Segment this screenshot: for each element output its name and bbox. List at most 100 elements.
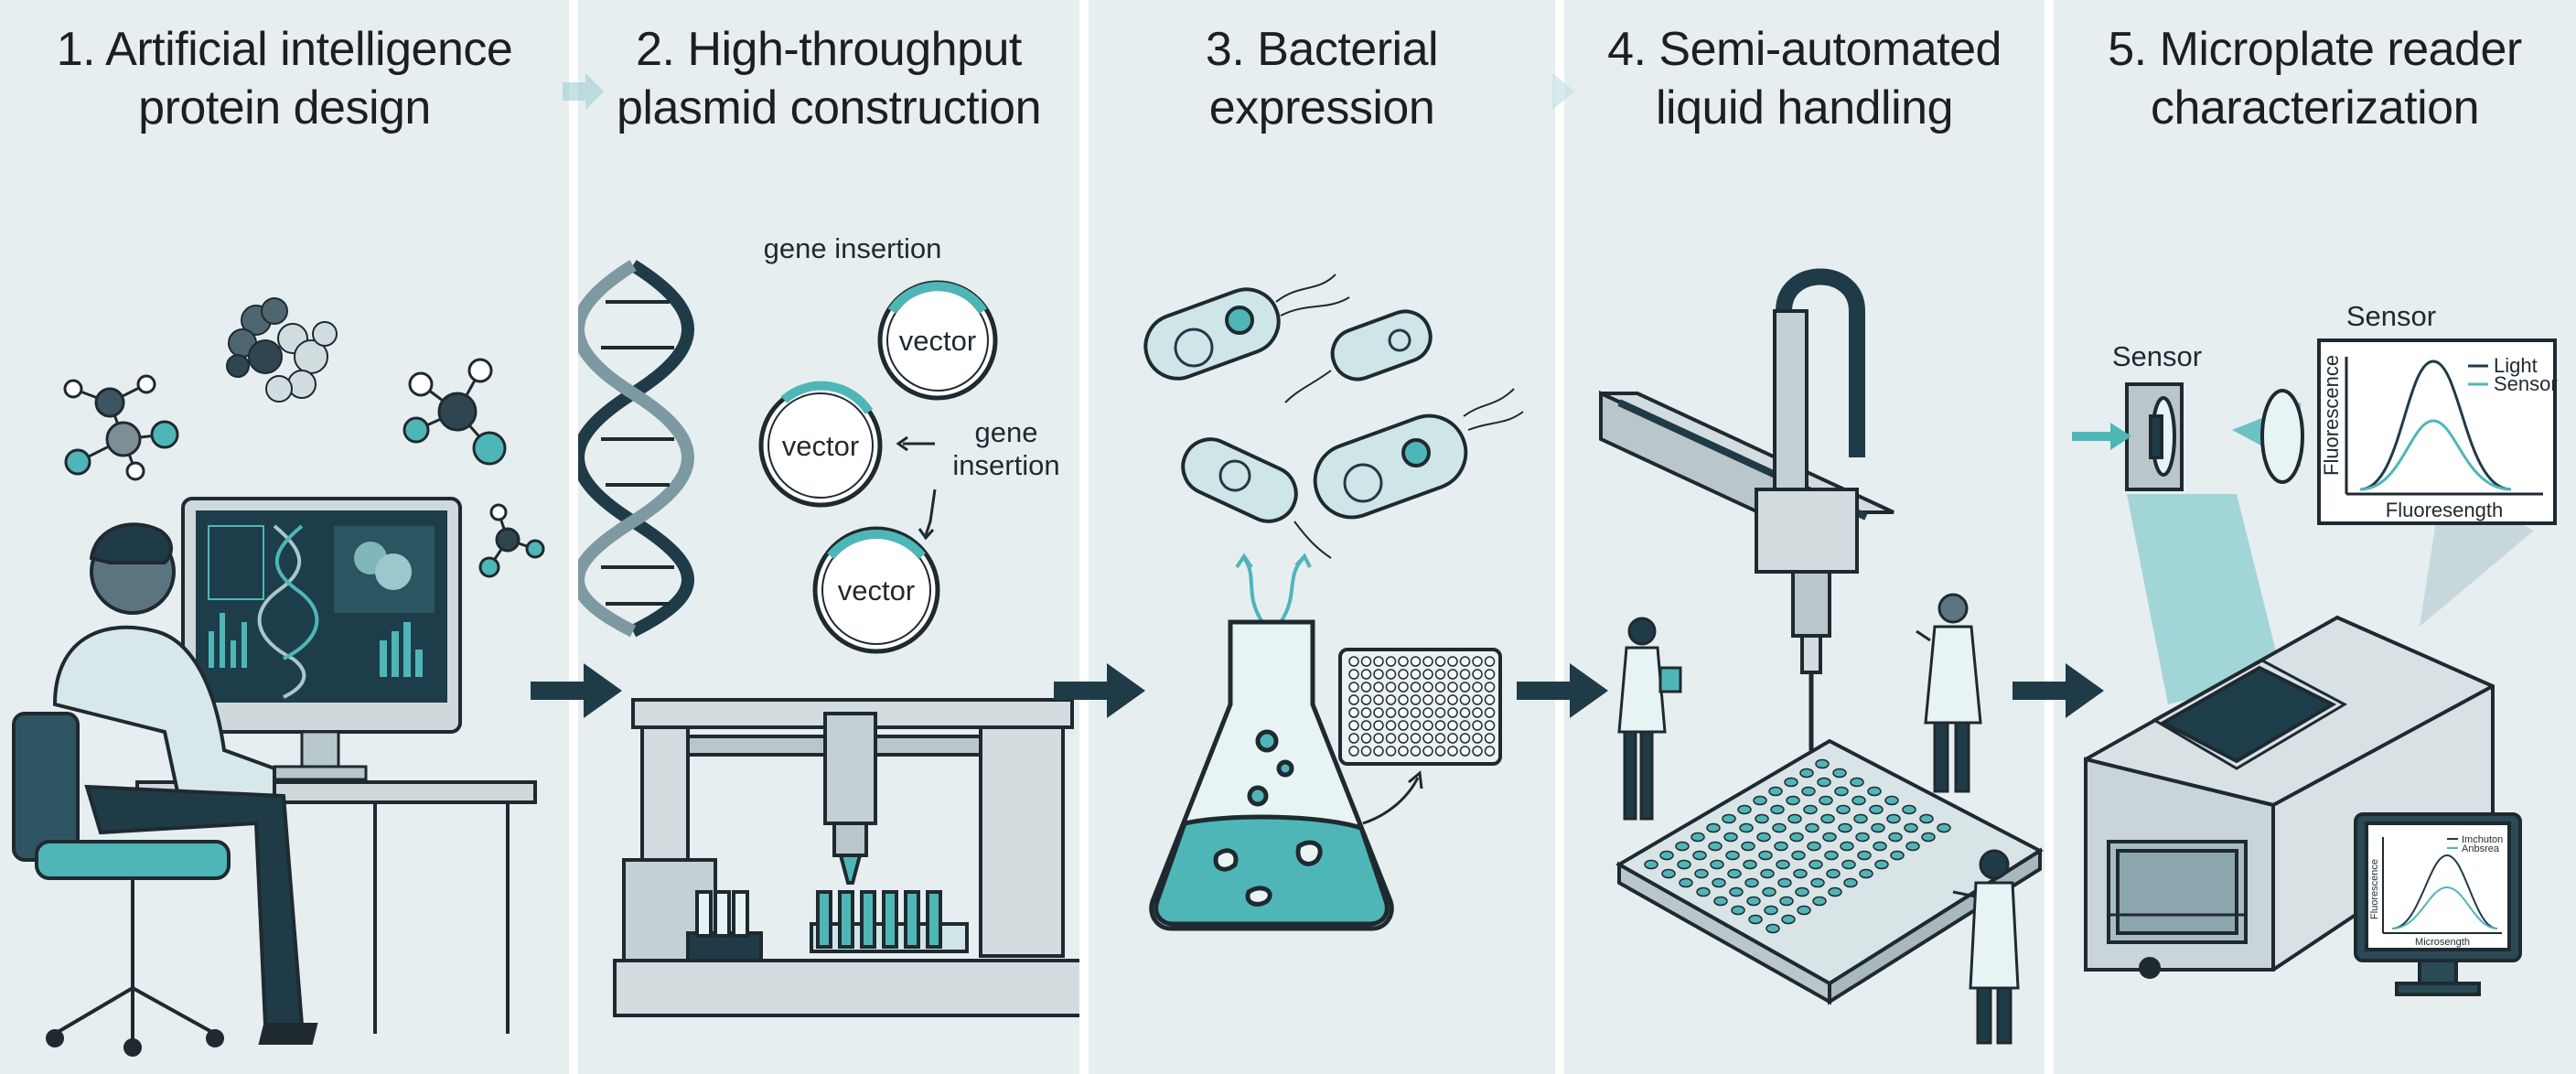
gene-label-line2: insertion	[952, 449, 1059, 481]
well-plate-well	[1902, 804, 1916, 815]
well-plate-well	[1801, 786, 1816, 797]
legend-light-label: Light	[2494, 354, 2538, 377]
vector-top-label: vector	[899, 325, 976, 357]
well-plate-well	[1748, 914, 1763, 925]
panel-4-title-line1: 4. Semi-automated	[1607, 23, 2002, 76]
microplate-well	[1447, 694, 1458, 705]
microplate-well	[1385, 694, 1397, 705]
microplate-well	[1360, 694, 1372, 705]
well-plate-well	[1810, 877, 1825, 888]
microplate-well	[1410, 656, 1422, 667]
well-plate-well	[1770, 804, 1785, 815]
microplate-well	[1360, 746, 1372, 757]
dna-helix-icon	[578, 260, 694, 638]
microplate-wells	[1348, 656, 1496, 757]
well-plate-well	[1809, 859, 1823, 870]
microplate-well	[1348, 682, 1359, 693]
microplate-well	[1373, 746, 1384, 757]
well-plate-well	[1774, 841, 1788, 852]
monitor-y-axis-label: Fluorescence	[2369, 859, 2380, 919]
vapor-arrows-icon	[1235, 553, 1312, 624]
panel-liquid-handling: 4. Semi-automated liquid handling	[1564, 0, 2045, 1074]
well-plate-well	[1758, 850, 1773, 861]
well-plate-well	[1755, 813, 1769, 824]
well-plate-well	[1787, 813, 1802, 824]
microplate-well	[1422, 669, 1433, 680]
microplate-well	[1398, 733, 1409, 744]
microplate-well	[1447, 746, 1458, 757]
microplate-well	[1472, 733, 1483, 744]
vector-left-label: vector	[782, 430, 859, 462]
panel-5-title-line1: 5. Microplate reader	[2108, 23, 2522, 76]
well-plate-well	[1855, 832, 1870, 843]
microplate-well	[1484, 720, 1496, 731]
bacterium-icon-3	[1181, 437, 1332, 559]
plasmid-vector-bottom-icon: vector	[812, 526, 940, 654]
well-plate-well	[1890, 850, 1905, 861]
panel-plasmid-construction: 2. High-throughput plasmid construction …	[578, 0, 1079, 1074]
office-chair-icon	[12, 712, 231, 1057]
well-plate-well	[1661, 868, 1676, 879]
well-plate-well	[1836, 804, 1851, 815]
faint-arrow-top-3	[1552, 73, 1575, 110]
well-plate-well	[1812, 896, 1827, 907]
well-plate-well	[1779, 896, 1794, 907]
plasmid-robot-machine-icon	[613, 698, 1079, 1017]
well-plate-well	[1712, 877, 1726, 888]
microplate-well	[1484, 746, 1496, 757]
microplate-well	[1360, 707, 1372, 718]
well-plate-well	[1819, 795, 1833, 806]
well-plate-well	[1694, 868, 1709, 879]
microplate-well	[1348, 733, 1359, 744]
scientist-right-icon	[1916, 593, 1982, 793]
microplate-well	[1484, 694, 1496, 705]
well-plate-well	[1799, 768, 1814, 779]
well-plate-well	[1768, 786, 1783, 797]
microplate-well	[1360, 656, 1372, 667]
well-plate-well	[1725, 850, 1740, 861]
well-plate-well	[1746, 896, 1761, 907]
microplate-well	[1434, 656, 1446, 667]
microplate-well	[1373, 720, 1384, 731]
microplate-well	[1484, 733, 1496, 744]
microplate-well	[1434, 694, 1446, 705]
well-plate-well	[1690, 832, 1705, 843]
microplate-well	[1422, 746, 1433, 757]
well-plate-well	[1744, 877, 1759, 888]
monitor-legend-2: Anbsrea	[2462, 843, 2500, 854]
microplate-well	[1434, 720, 1446, 731]
microplate-well	[1398, 669, 1409, 680]
monitor-x-axis-label: Microsength	[2415, 937, 2470, 948]
panel-3-title-line2: expression	[1208, 81, 1435, 134]
microplate-well	[1472, 720, 1483, 731]
microplate-well	[1360, 720, 1372, 731]
microplate-well	[1373, 682, 1384, 693]
microplate-well	[1484, 656, 1496, 667]
faint-arrow-top-1	[563, 73, 604, 110]
well-plate-well	[1659, 850, 1674, 861]
microplate-well	[1385, 746, 1397, 757]
microplate-well	[1447, 707, 1458, 718]
monitor-legend-1: Imchuton	[2462, 834, 2503, 845]
microplate-well	[1447, 733, 1458, 744]
well-plate-well	[1805, 822, 1819, 833]
microplate-well	[1434, 682, 1446, 693]
well-plate-well	[1756, 832, 1771, 843]
microplate-well	[1385, 707, 1397, 718]
microplate-well	[1472, 707, 1483, 718]
well-plate-well	[1706, 822, 1721, 833]
reader-monitor-icon	[2354, 812, 2522, 996]
microplate-well	[1360, 682, 1372, 693]
protein-structure-icon	[226, 297, 338, 403]
bacterium-icon-2	[1284, 309, 1433, 403]
microplate-well	[1348, 669, 1359, 680]
well-plate-well	[1867, 786, 1882, 797]
panel-4-title: 4. Semi-automated liquid handling	[1564, 20, 2045, 137]
microplate-well	[1484, 707, 1496, 718]
well-plate-well	[1815, 758, 1830, 769]
flow-arrow-1-to-2	[531, 663, 622, 718]
sensor-left-label: Sensor	[2112, 340, 2202, 372]
well-plate-well	[1743, 859, 1757, 870]
microplate-well	[1385, 682, 1397, 693]
microplate-well	[1398, 682, 1409, 693]
